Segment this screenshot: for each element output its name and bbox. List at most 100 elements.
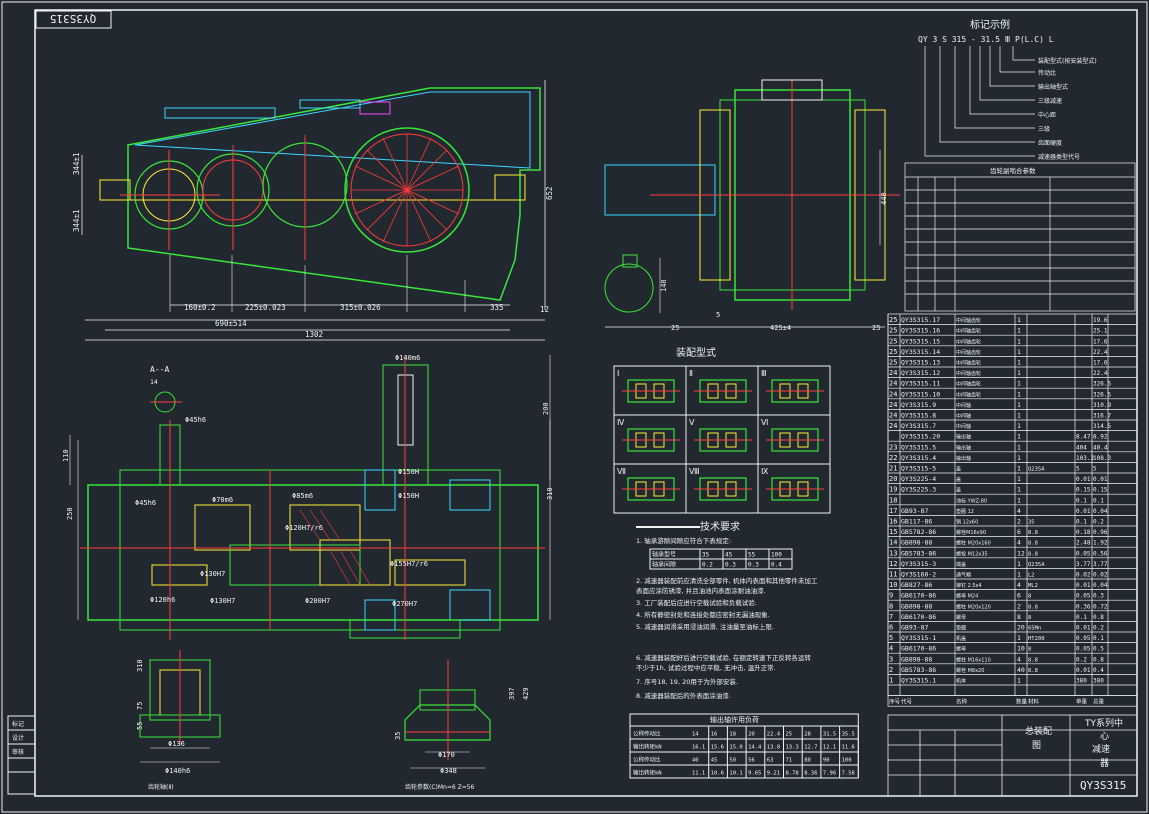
- bom-total-weight: 0.1: [1093, 497, 1104, 504]
- bom-code: QY3S225.3: [901, 486, 936, 494]
- bom-code: GB6170-86: [901, 592, 936, 600]
- tech-req-list: 1. 轴承游隙间隙应符合下表规定:2. 减速器装配前应清洗全部零件, 机体内表面…: [636, 536, 818, 700]
- bom-qty: 1: [1017, 348, 1021, 356]
- bom-index: 19: [889, 486, 897, 494]
- marking-legend-6: 三级: [1038, 125, 1050, 133]
- tech-requirement-line: 3. 工厂装配后应进行空载试验和负载试验.: [636, 598, 757, 607]
- bom-unit-weight: 8.47: [1076, 434, 1091, 441]
- dim-170: Φ170: [438, 751, 455, 759]
- bom-qty: 1: [1017, 560, 1021, 568]
- bom-unit-weight: 3.77: [1076, 561, 1091, 568]
- bom-qty: 1: [1017, 369, 1021, 377]
- bottom-table-cell: 20: [748, 732, 755, 738]
- bom-index: 24: [889, 369, 897, 377]
- bom-qty: 1: [1017, 359, 1021, 367]
- bom-name: 螺栓M16x90: [956, 529, 986, 536]
- bom-code: GB93-87: [901, 507, 928, 515]
- bottom-table-cell: 50: [729, 758, 736, 764]
- bottom-table-cell: 40: [692, 758, 699, 764]
- title-block: [887, 714, 1138, 797]
- form-label: Ⅰ: [617, 369, 619, 378]
- bom-name: 机体: [956, 678, 966, 685]
- bom-unit-weight: 103.2: [1076, 455, 1094, 462]
- bom-qty: 2: [1017, 518, 1021, 526]
- tech-requirement-line: 不少于1h, 试验过程中应平稳, 无冲击, 温升正常.: [636, 663, 776, 672]
- bom-qty: 1: [1017, 475, 1021, 483]
- bom-qty: 6: [1017, 592, 1021, 600]
- drawing-code-text: QY3S315: [50, 12, 96, 25]
- title-name-1: TY系列中: [1084, 717, 1123, 729]
- bom-qty: 2: [1017, 602, 1021, 610]
- bom-name: 螺母: [956, 614, 966, 621]
- bom-total-weight: 108.3: [1093, 455, 1111, 462]
- bom-index: 22: [889, 454, 897, 462]
- bom-qty: 12: [1017, 549, 1025, 557]
- bom-index: 25: [889, 316, 897, 324]
- bom-code: QY3S315.1: [901, 677, 936, 685]
- bom-index: 17: [889, 507, 897, 515]
- tech-requirement-line: 4. 所有静密封处和连接处都应密封无漏油现象.: [636, 610, 770, 619]
- bom-index: 16: [889, 518, 897, 526]
- bom-total-weight: 314.5: [1093, 423, 1111, 430]
- dim-397: 397: [508, 687, 516, 700]
- bom-code: QY3S315-1: [901, 634, 936, 642]
- left-side-strip: 标记 设计 审核: [7, 715, 36, 795]
- bom-total-weight: 0.15: [1093, 487, 1108, 494]
- bom-index: 12: [889, 560, 897, 568]
- form-label: Ⅷ: [689, 467, 700, 476]
- bottom-table-cell: 8.36: [804, 771, 817, 777]
- marking-code: QY 3 S 315 - 31.5 Ⅲ P(L.C) L: [918, 35, 1054, 44]
- bom-total-weight: 0.02: [1093, 572, 1108, 579]
- dim-652: 652: [545, 186, 554, 200]
- bom-index: 13: [889, 549, 897, 557]
- bottom-table-cell: 15.0: [729, 745, 742, 751]
- dim-1302: 1302: [305, 330, 323, 339]
- bottom-table-cell: 100: [842, 758, 852, 764]
- bottom-table-cell: 8.78: [786, 771, 799, 777]
- bom-unit-weight: 0.01: [1076, 667, 1091, 674]
- bom-total-weight: 17.6: [1093, 338, 1108, 345]
- bottom-table-cell: 35.5: [842, 732, 855, 738]
- section-aa-label: A--A: [150, 365, 169, 374]
- bom-material: 8.8: [1028, 657, 1038, 663]
- bom-index: 25: [889, 348, 897, 356]
- dim-315: 315±0.026: [340, 303, 381, 312]
- form-label: Ⅵ: [761, 418, 768, 427]
- tech-table-cell: 0.2: [702, 562, 713, 569]
- bom-qty: 1: [1017, 380, 1021, 388]
- bom-code: QY3S315.8: [901, 412, 936, 420]
- marking-legend-8: 减速器类型代号: [1038, 153, 1080, 161]
- bom-qty: 4: [1017, 655, 1021, 663]
- tech-table-cell: 55: [748, 552, 756, 559]
- strip-label-2: 设计: [12, 734, 24, 742]
- bottom-table-cell: 7.96: [823, 771, 836, 777]
- bom-unit-weight: 0.01: [1076, 508, 1091, 515]
- dim-200: 200: [542, 402, 550, 415]
- bom-qty: 1: [1017, 677, 1021, 685]
- bom-code: GB93-87: [901, 624, 928, 632]
- bom-name: 中间轴齿轮: [956, 338, 981, 345]
- bom-index: 21: [889, 465, 897, 473]
- bom-unit-weight: 380: [1076, 678, 1087, 685]
- tech-table-cell: 0.3: [725, 562, 736, 569]
- bom-index: 8: [889, 602, 893, 610]
- bom-qty: 40: [1017, 666, 1025, 674]
- bom-qty: 1: [1017, 443, 1021, 451]
- bom-qty: 4: [1017, 581, 1021, 589]
- bom-qty: 10: [1017, 645, 1025, 653]
- bottom-table-cell: 11.6: [842, 745, 855, 751]
- dim-155: Φ155H7/r6: [390, 560, 428, 568]
- dim-250: 250: [66, 507, 74, 520]
- bottom-table-cell: 16.1: [692, 745, 705, 751]
- bom-code: QY3S315.4: [901, 454, 936, 462]
- bom-name: 输出轴: [956, 455, 971, 462]
- bottom-table-cell: 28: [804, 732, 811, 738]
- bom-code: QY3S315.13: [901, 359, 940, 367]
- bom-qty: 6: [1017, 528, 1021, 536]
- bom-index: 24: [889, 412, 897, 420]
- tech-table-cell: 0.4: [771, 562, 782, 569]
- bom-material: 8.8: [1028, 604, 1038, 610]
- bom-qty: 1: [1017, 454, 1021, 462]
- bom-total-weight: 0.2: [1093, 519, 1104, 526]
